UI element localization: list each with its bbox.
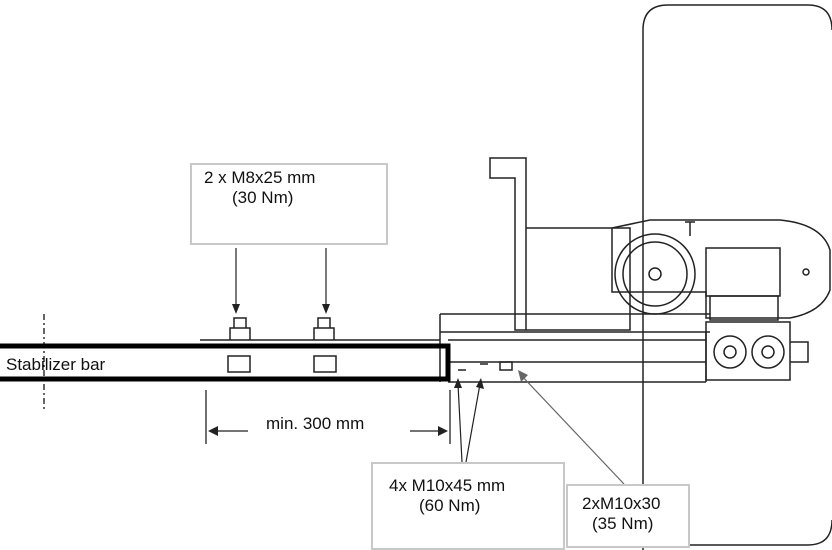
- mounting-panel: [642, 4, 832, 550]
- motor-block: [705, 247, 781, 297]
- clamp-block-right: [313, 355, 337, 373]
- callout-m10x30-spec: 2xM10x30: [582, 494, 661, 513]
- back-plate: [526, 227, 631, 331]
- rail: [439, 313, 710, 383]
- leader-arrow-m10x45-left: [454, 378, 462, 388]
- rail-slots: [458, 361, 513, 371]
- leader-m10x45-left: [457, 383, 463, 463]
- callout-m10x30-screws: 2xM10x30 (35 Nm): [566, 484, 690, 548]
- leader-arrow-m10x30: [518, 370, 528, 382]
- pump-head-left-core: [723, 345, 737, 359]
- mounting-panel-lower: [690, 519, 832, 546]
- stabilizer-bar: [0, 343, 451, 382]
- leader-arrow-m8-left: [232, 304, 240, 314]
- callout-m10x45-spec: 4x M10x45 mm: [389, 476, 506, 495]
- fitting-left: [229, 317, 251, 340]
- min-distance-label: min. 300 mm: [266, 414, 365, 433]
- pump-head-body: [705, 321, 791, 381]
- motor-ring-inner: [622, 241, 688, 307]
- dimension-arrow-left: [208, 426, 218, 436]
- clamp-block-left: [227, 355, 251, 373]
- leader-m10x45-right: [465, 383, 481, 463]
- callout-m8-spec: 2 x M8x25 mm: [204, 168, 316, 187]
- callout-m10x45-torque: (60 Nm): [419, 496, 481, 515]
- leader-arrow-m8-right: [322, 304, 330, 314]
- leader-arrow-m10x45-right: [476, 378, 484, 389]
- pump-head-right-core: [761, 345, 775, 359]
- callout-m8-screws: 2 x M8x25 mm (30 Nm): [190, 163, 388, 245]
- dimension-arrow-right: [438, 426, 448, 436]
- pump-head-left: [713, 335, 747, 369]
- l-bracket: [489, 157, 527, 331]
- motor-screw: [802, 268, 810, 276]
- pump-end-knob: [790, 341, 809, 363]
- callout-m10x45-screws: 4x M10x45 mm (60 Nm): [371, 462, 565, 550]
- stabilizer-bar-label: Stabilizer bar: [6, 355, 106, 374]
- motor-bolt: [685, 221, 695, 236]
- motor-housing: [611, 219, 831, 319]
- callout-m8-torque: (30 Nm): [232, 188, 294, 207]
- leader-m10x30: [519, 373, 625, 485]
- fitting-right: [313, 317, 335, 340]
- motor-clamp: [709, 295, 779, 321]
- pump-head-right: [751, 335, 785, 369]
- callout-m10x30-torque: (35 Nm): [592, 514, 654, 533]
- motor-hub: [648, 267, 662, 281]
- motor-ring-outer: [614, 233, 696, 315]
